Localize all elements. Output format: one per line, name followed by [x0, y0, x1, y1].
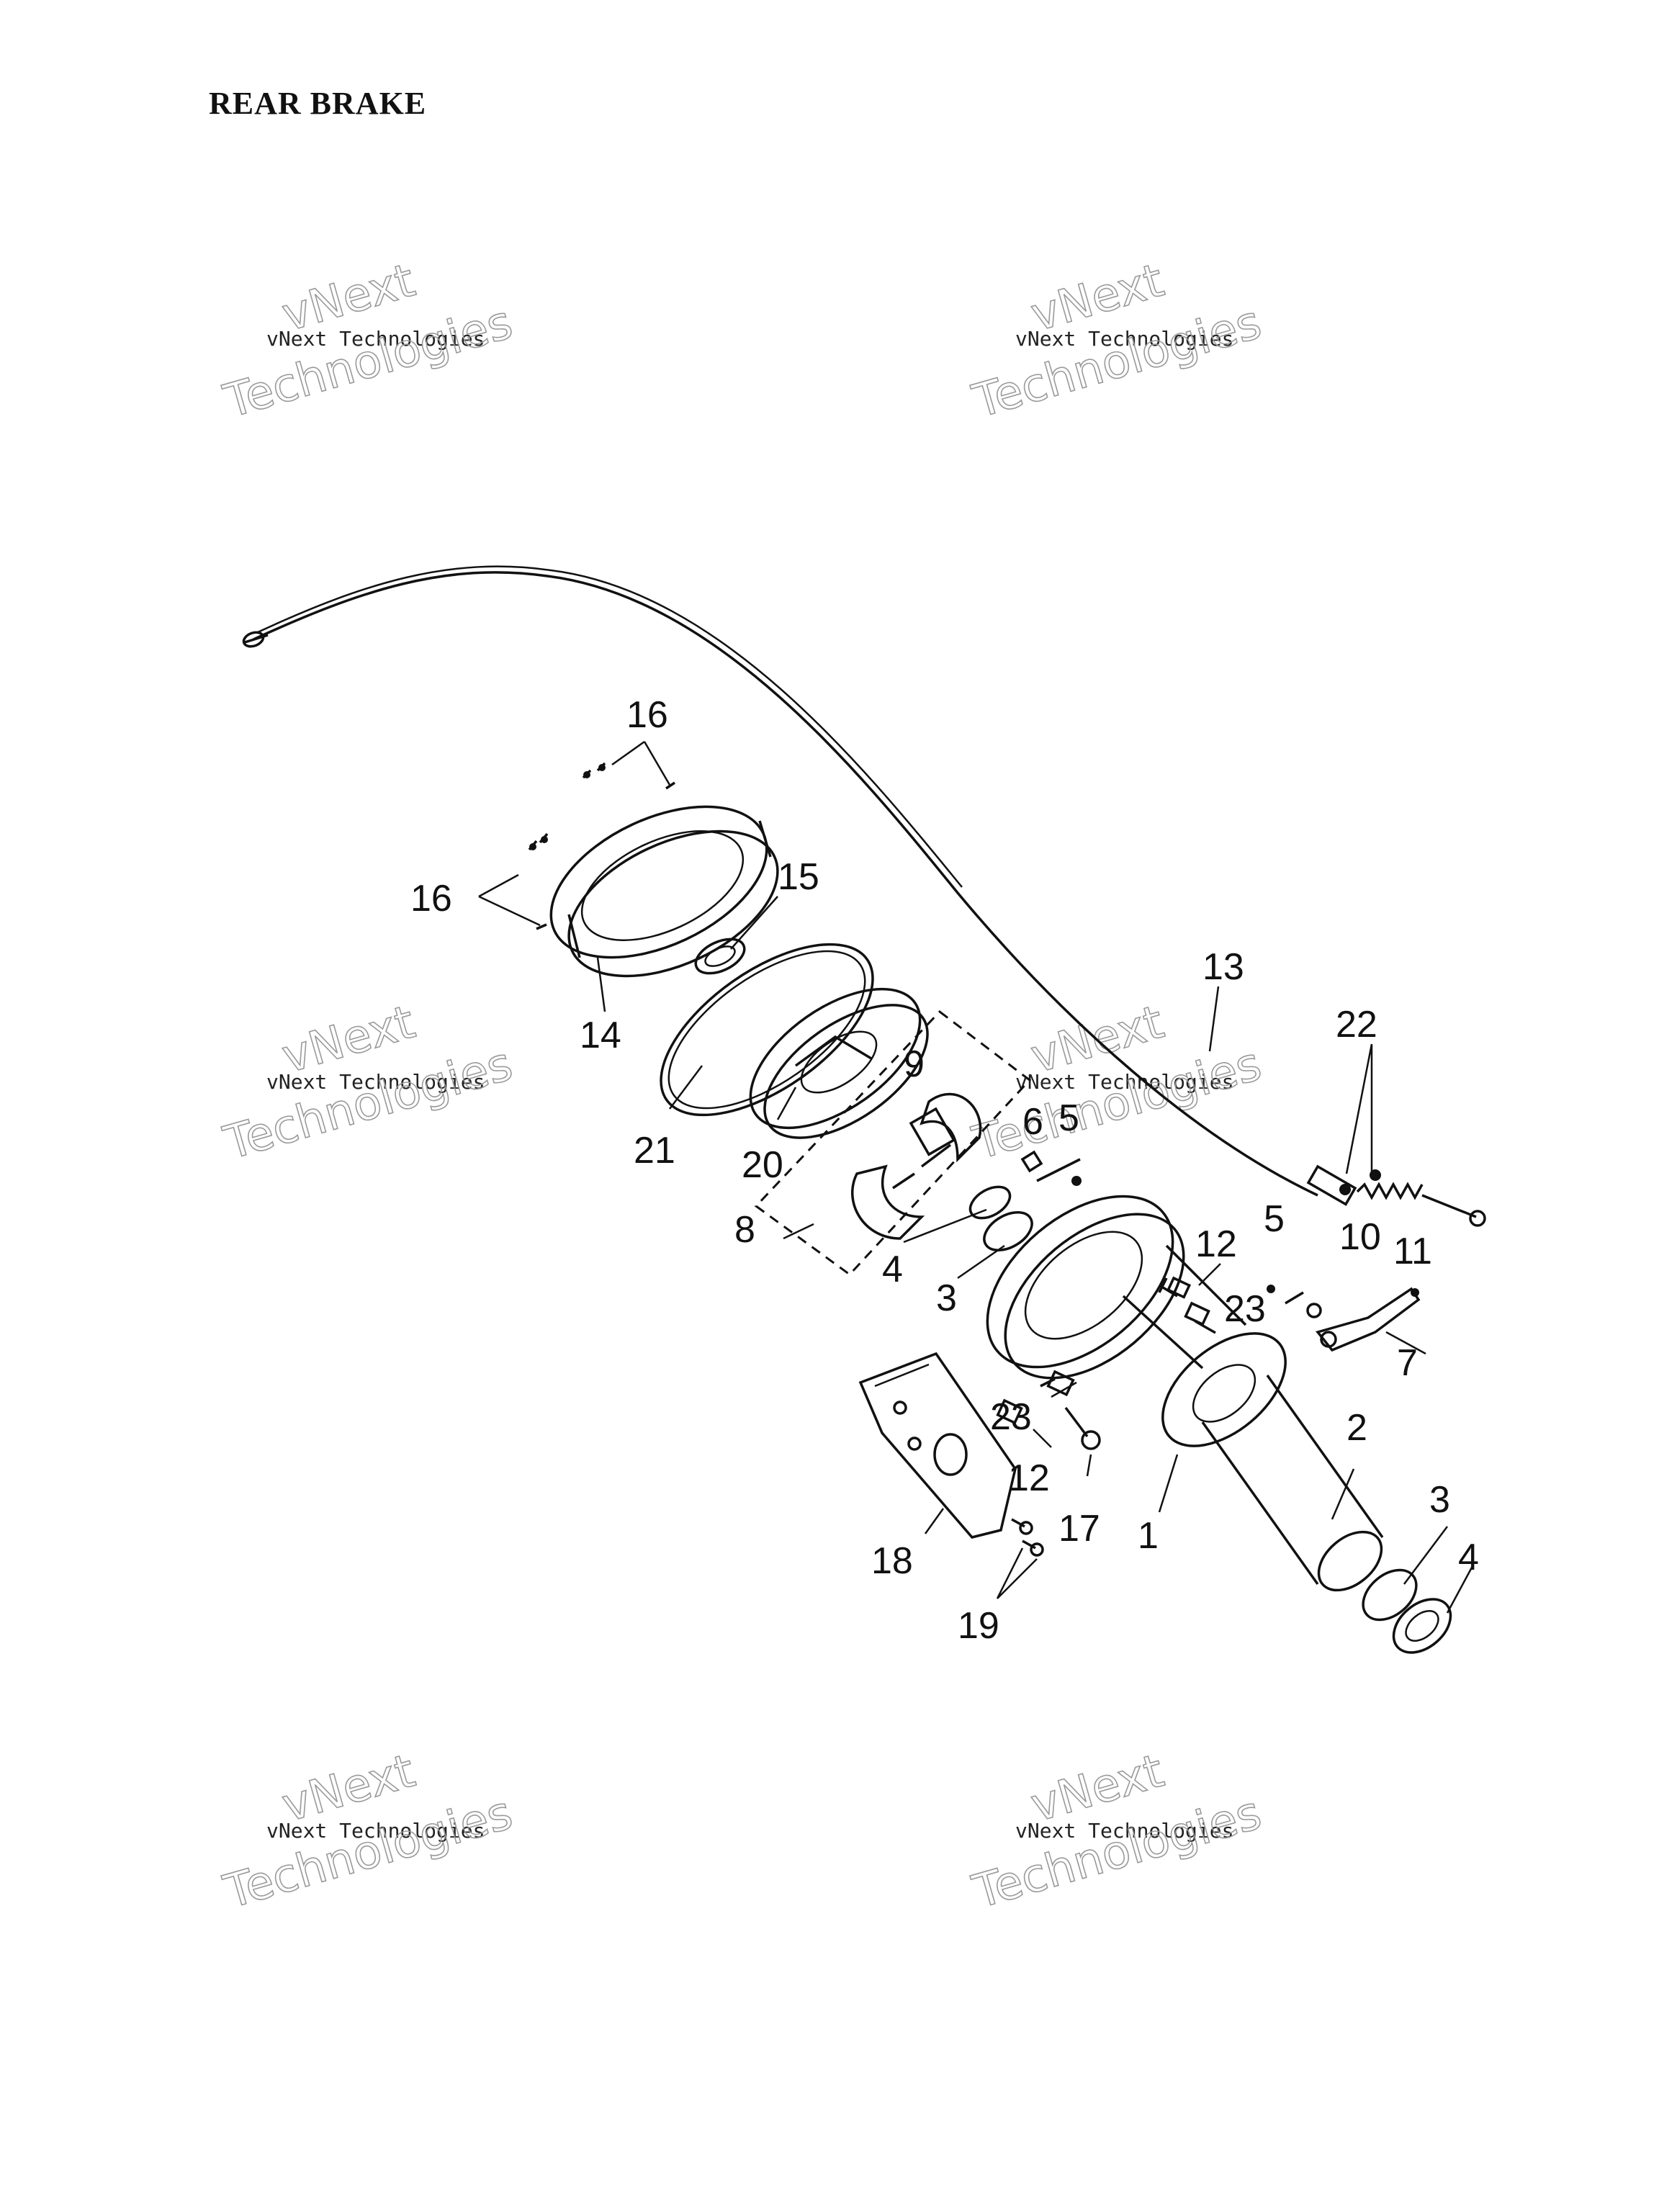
callout-15: 15	[778, 856, 819, 898]
watermark-mid-right: vNext vNext Technologies Technologies	[966, 995, 1267, 1172]
callout-18: 18	[871, 1540, 913, 1582]
callout-10: 10	[1339, 1216, 1381, 1258]
callout-3-upper: 3	[936, 1277, 957, 1319]
page-title: REAR BRAKE	[209, 86, 427, 121]
brake-drum	[549, 805, 779, 978]
callout-23-lower: 23	[990, 1396, 1032, 1438]
callout-16-left: 16	[410, 878, 452, 920]
brake-shoe-set	[754, 1010, 1032, 1276]
callout-16-upper: 16	[626, 694, 668, 736]
bearing-and-nut	[1362, 1568, 1452, 1654]
callout-19: 19	[958, 1605, 999, 1647]
callout-14: 14	[580, 1015, 621, 1056]
seal	[694, 938, 746, 975]
watermark-bottom-left: vNext vNext Technologies Technologies	[217, 1744, 518, 1920]
svg-text:vNext Technologies: vNext Technologies	[266, 1819, 485, 1843]
callout-7: 7	[1397, 1342, 1418, 1384]
callout-22: 22	[1336, 1004, 1377, 1046]
axle	[1201, 1374, 1384, 1592]
watermark-top-left: vNext vNext Technologies Technologies	[217, 253, 518, 430]
callout-9: 9	[904, 1043, 925, 1085]
svg-text:vNext Technologies: vNext Technologies	[266, 1070, 485, 1094]
shield-plate	[858, 1352, 1044, 1557]
callout-1: 1	[1138, 1515, 1159, 1557]
leader-lines	[478, 740, 1474, 1614]
callout-5-upper: 5	[1058, 1097, 1079, 1139]
cam-parts	[968, 1150, 1082, 1251]
svg-text:vNext Technologies: vNext Technologies	[1015, 327, 1233, 351]
svg-text:vNext Technologies: vNext Technologies	[1015, 1819, 1233, 1843]
backing-plate	[749, 987, 929, 1139]
screws	[528, 762, 675, 930]
callout-6: 6	[1022, 1101, 1043, 1143]
callout-3-lower: 3	[1429, 1479, 1450, 1521]
brake-lever	[1267, 1285, 1421, 1352]
callout-4-lower: 4	[1458, 1537, 1479, 1578]
bolts-nuts	[996, 1276, 1216, 1450]
callout-17: 17	[1058, 1508, 1100, 1550]
watermark-mid-left: vNext vNext Technologies Technologies	[217, 995, 518, 1172]
svg-text:vNext Technologies: vNext Technologies	[1015, 1070, 1233, 1094]
callout-12-upper: 12	[1195, 1223, 1237, 1265]
callout-13: 13	[1202, 946, 1244, 988]
watermark-top-right: vNext vNext Technologies Technologies	[966, 253, 1267, 430]
callout-numbers: 16 16 15 14 21 20 9 8 4 3 6 5 13 22 12 5…	[410, 694, 1479, 1647]
callout-23-upper: 23	[1224, 1288, 1266, 1330]
watermark-bottom-right: vNext vNext Technologies Technologies	[966, 1744, 1267, 1920]
svg-text:vNext Technologies: vNext Technologies	[266, 327, 485, 351]
callout-21: 21	[634, 1130, 675, 1172]
callout-8: 8	[734, 1209, 755, 1251]
callout-20: 20	[742, 1144, 783, 1186]
callout-11: 11	[1393, 1231, 1432, 1272]
callout-4-upper: 4	[882, 1249, 903, 1290]
callout-2: 2	[1346, 1407, 1367, 1449]
gasket	[660, 943, 874, 1117]
callout-5-right: 5	[1264, 1198, 1285, 1240]
hub-flange	[986, 1195, 1287, 1447]
callout-12-lower: 12	[1008, 1457, 1050, 1499]
